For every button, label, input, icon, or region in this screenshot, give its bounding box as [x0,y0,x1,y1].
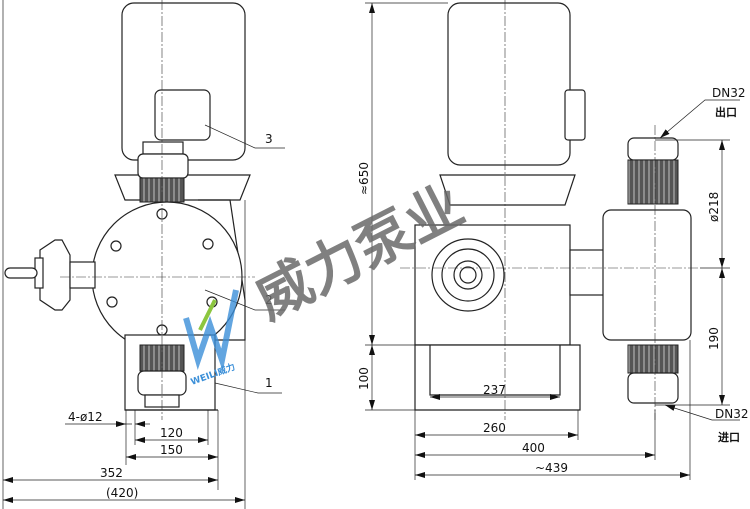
dim-260: 260 [483,421,506,435]
dim-400: 400 [522,441,545,455]
dim-height: ≈650 [357,162,371,195]
terminal-box [154,89,211,141]
outlet-size: DN32 [712,86,746,100]
outlet-nut [627,159,679,205]
dim-439: ~439 [535,461,568,475]
left-view: 3 2 1 4-ø12 120 150 352 (420) [2,0,285,509]
dim-420: (420) [106,486,138,500]
dim-237: 237 [483,383,506,397]
part-label-3: 3 [265,132,273,146]
dim-base-height: 100 [357,367,371,390]
handwheel [39,239,71,311]
dim-190: 190 [707,327,721,350]
part-label-1: 1 [265,376,273,390]
outlet-label: 出口 [715,105,737,119]
inlet-label: 进口 [718,430,740,444]
pump-head-side [602,209,692,341]
dim-352: 352 [100,466,123,480]
dim-218: ø218 [707,192,721,222]
inlet-nut [627,344,679,374]
hole-spec: 4-ø12 [68,410,103,424]
motor-side [447,2,571,166]
inlet-size: DN32 [715,407,749,421]
part-label-2: 2 [265,293,273,307]
dim-120: 120 [160,426,183,440]
dim-150: 150 [160,443,183,457]
right-view: ≈650 100 237 260 400 ~439 ø218 190 DN32 … [357,0,749,480]
